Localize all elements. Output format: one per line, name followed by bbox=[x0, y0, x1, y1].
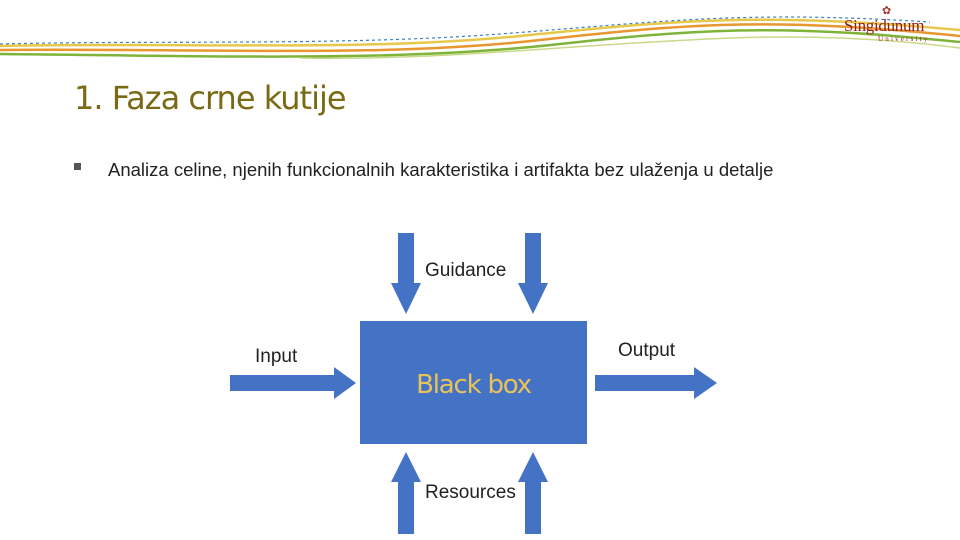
logo-subtitle: University bbox=[878, 35, 930, 43]
output-label: Output bbox=[618, 340, 676, 361]
input-label: Input bbox=[255, 346, 298, 367]
output-arrow bbox=[595, 367, 717, 399]
resources-arrow-left bbox=[391, 452, 421, 534]
slide-title: 1. Faza crne kutije bbox=[74, 79, 347, 117]
university-logo: ✿ Singidunum University bbox=[838, 5, 938, 44]
bullet-text: Analiza celine, njenih funkcionalnih kar… bbox=[108, 159, 774, 180]
resources-label: Resources bbox=[425, 482, 516, 503]
guidance-arrow-right bbox=[518, 233, 548, 314]
input-arrow bbox=[230, 367, 356, 399]
bullet-square-icon bbox=[74, 163, 81, 170]
black-box-label: Black box bbox=[416, 370, 532, 400]
resources-arrow-right bbox=[518, 452, 548, 534]
header-wave-decoration bbox=[0, 16, 960, 59]
logo-name: Singidunum bbox=[844, 16, 925, 35]
black-box bbox=[360, 321, 587, 444]
logo-emblem-icon: ✿ bbox=[882, 5, 892, 17]
guidance-label: Guidance bbox=[425, 260, 507, 281]
guidance-arrow-left bbox=[391, 233, 421, 314]
